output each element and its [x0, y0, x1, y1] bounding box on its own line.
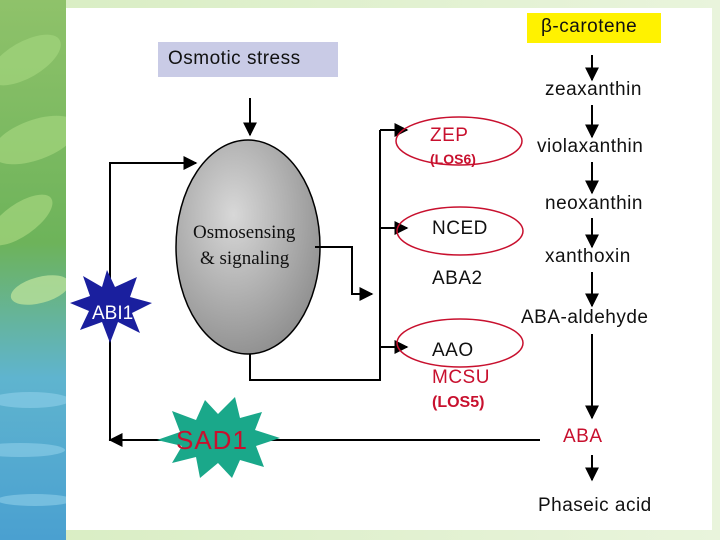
aba-aldehyde-label: ABA-aldehyde — [521, 307, 649, 328]
signaling-label: & signaling — [200, 248, 290, 269]
gene-bracket — [249, 123, 409, 381]
water-decoration — [0, 392, 73, 506]
mcsu-gene-label: MCSU — [432, 367, 490, 388]
neoxanthin-label: neoxanthin — [545, 193, 643, 214]
abi1-star-shape — [70, 270, 152, 343]
zeaxanthin-label: zeaxanthin — [545, 79, 642, 100]
abi1-label: ABI1 — [92, 303, 134, 324]
phaseic-acid-label: Phaseic acid — [538, 495, 652, 516]
aba2-gene-label: ABA2 — [432, 268, 483, 289]
aao-highlight-oval — [396, 318, 524, 368]
sad1-star-shape — [157, 397, 280, 478]
xanthoxin-label: xanthoxin — [545, 246, 631, 267]
leaf-decoration — [0, 34, 78, 305]
beta-carotene-highlight — [527, 13, 661, 43]
aba-label: ABA — [563, 426, 603, 447]
gene-highlight-ovals — [395, 116, 524, 368]
nced-highlight-oval — [396, 206, 524, 256]
osmotic-stress-box — [158, 42, 338, 77]
sad1-label: SAD1 — [176, 425, 248, 455]
zep-gene-label: ZEP — [430, 125, 469, 146]
feedback-lines — [108, 156, 540, 447]
zep-highlight-oval — [395, 116, 523, 166]
violaxanthin-label: violaxanthin — [537, 136, 644, 157]
los5-alias-label: (LOS5) — [432, 394, 485, 411]
osmosensing-label: Osmosensing — [193, 222, 296, 243]
osmosensing-oval — [175, 139, 321, 355]
osmotic-stress-label: Osmotic stress — [168, 48, 301, 69]
beta-carotene-label: β-carotene — [541, 16, 638, 37]
nced-gene-label: NCED — [432, 218, 488, 239]
aao-gene-label: AAO — [432, 340, 474, 361]
los6-alias-label: (LOS6) — [430, 151, 476, 167]
